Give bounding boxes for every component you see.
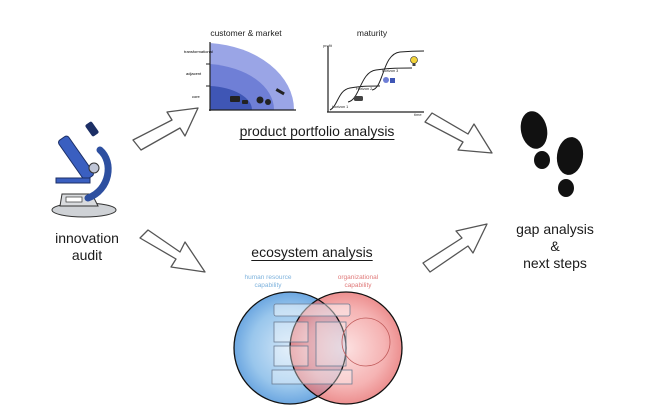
horizon-1-label: Horizon 1 [332, 105, 348, 109]
org-capability-line1: organizational [337, 274, 379, 281]
maturity-axis-x-label: time [414, 112, 422, 117]
audit-label-line2: audit [71, 247, 103, 263]
microscope-icon [51, 121, 117, 218]
gap-line2: & [550, 238, 560, 254]
quarter-label-transformational: transformational [184, 49, 213, 54]
customer-market-title: customer & market [210, 28, 282, 38]
ecosystem-heading: ecosystem analysis [251, 244, 373, 260]
gap-line1: gap analysis [516, 221, 594, 237]
audit-label-line1: innovation [55, 230, 119, 246]
portfolio-heading: product portfolio analysis [239, 123, 395, 139]
maturity-diagram: profit time Horizon 1 Horizon 2 Horizon … [323, 43, 425, 117]
gap-analysis-label: gap analysis & next steps [500, 221, 610, 272]
org-capability-label: organizational capability [326, 274, 390, 290]
hr-capability-line2: capability [254, 282, 282, 289]
maturity-axis-y-label: profit [323, 43, 333, 48]
ecosystem-sketch [271, 303, 391, 385]
product-icons [230, 88, 285, 105]
audit-label: innovation audit [42, 230, 132, 264]
hr-capability-line1: human resource [244, 274, 292, 281]
arrow-ecosystem-to-gap [422, 223, 488, 273]
quarter-label-adjacent: adjacent [186, 71, 202, 76]
horizon-3-label: Horizon 3 [382, 69, 398, 73]
arrow-to-portfolio [132, 107, 199, 151]
hr-capability-label: human resource capability [238, 274, 298, 290]
ecosystem-venn-diagram [233, 291, 403, 405]
quarter-label-core: core [192, 94, 201, 99]
org-capability-line2: capability [344, 282, 372, 289]
footprints-icon [520, 111, 584, 197]
horizon-2-label: Horizon 2 [356, 87, 372, 91]
arrow-portfolio-to-gap [424, 112, 493, 154]
lightbulb-icon [410, 56, 418, 66]
arrow-to-ecosystem [139, 229, 206, 273]
shapes-icon [383, 77, 395, 83]
gap-line3: next steps [523, 255, 587, 271]
customer-market-diagram: transformational adjacent core [184, 42, 296, 111]
car-icon [354, 96, 363, 101]
maturity-title: maturity [356, 28, 388, 38]
